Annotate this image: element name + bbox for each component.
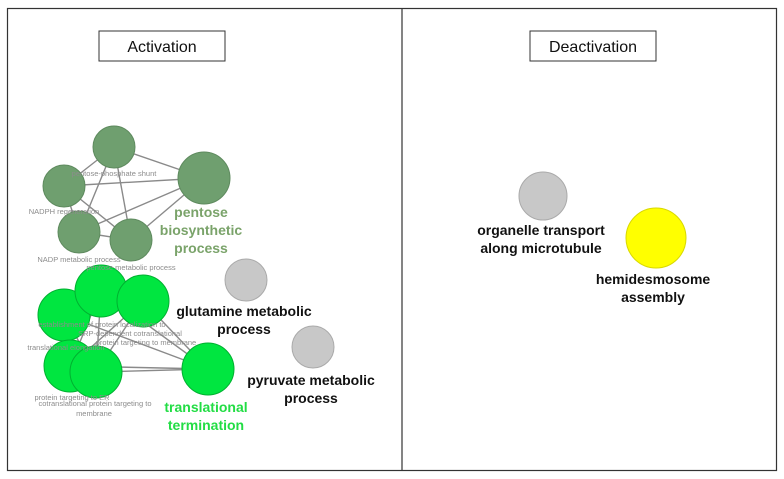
node-pentose-phosphate-shunt [92, 125, 136, 169]
activation-small-labels: pentose-phosphate shunt NADPH regenerati… [27, 169, 196, 418]
label-pyruvate-line1: pyruvate metabolic [247, 372, 375, 388]
deactivation-title-box: Deactivation [529, 30, 657, 62]
node-nadp-metabolic-process [57, 210, 101, 254]
activation-title-box: Activation [98, 30, 226, 62]
node-pyruvate-metabolic-process [291, 325, 335, 369]
deactivation-major-labels: organelle transport along microtubule he… [477, 222, 710, 305]
node-glutamine-metabolic-process [224, 258, 268, 302]
label-cotranslational-line1: cotranslational protein targeting to [39, 399, 152, 408]
activation-major-labels: pentose biosynthetic process glutamine m… [160, 204, 375, 433]
deactivation-nodes [518, 171, 687, 269]
label-translational-line1: translational [164, 399, 247, 415]
node-organelle-transport [518, 171, 568, 221]
label-srp-dependent-line2: protein targeting to membrane [96, 338, 196, 347]
label-pentose-line1: pentose [174, 204, 228, 220]
label-hemidesmosome-line2: assembly [621, 289, 685, 305]
label-nadp-metabolic-process: NADP metabolic process [37, 255, 120, 264]
activation-title: Activation [127, 39, 196, 56]
label-translational-line2: termination [168, 417, 244, 433]
label-pentose-metabolic-process: pentose metabolic process [86, 263, 175, 272]
node-translational-initiation [116, 274, 170, 328]
activation-grey-nodes [224, 258, 335, 369]
label-organelle-line2: along microtubule [480, 240, 602, 256]
label-pyruvate-line2: process [284, 390, 338, 406]
node-pentose-metabolic-process [109, 218, 153, 262]
pentose-cluster-nodes [42, 125, 231, 262]
node-nadph-regeneration [42, 164, 86, 208]
label-protein-localization-er: establishment of protein localization to [38, 320, 165, 329]
node-pentose-biosynthetic-process [177, 151, 231, 205]
node-cotranslational-targeting [69, 345, 123, 399]
label-pentose-line3: process [174, 240, 228, 256]
label-glutamine-line2: process [217, 321, 271, 337]
label-nadph-regeneration: NADPH regeneration [29, 207, 99, 216]
label-protein-targeting-er: protein targeting to ER [34, 393, 110, 402]
label-glutamine-line1: glutamine metabolic [176, 303, 312, 319]
label-organelle-line1: organelle transport [477, 222, 605, 238]
label-srp-dependent-line1: SRP-dependent cotranslational [78, 329, 182, 338]
deactivation-title: Deactivation [549, 39, 637, 56]
label-pentose-phosphate-shunt: pentose-phosphate shunt [72, 169, 158, 178]
translation-cluster-nodes [37, 264, 235, 399]
node-hemidesmosome-assembly [625, 207, 687, 269]
label-cotranslational-line2: membrane [76, 409, 112, 418]
label-hemidesmosome-line1: hemidesmosome [596, 271, 711, 287]
node-translational-termination [181, 342, 235, 396]
label-translational-elongation: translational elongation [27, 343, 104, 352]
label-pentose-line2: biosynthetic [160, 222, 243, 238]
